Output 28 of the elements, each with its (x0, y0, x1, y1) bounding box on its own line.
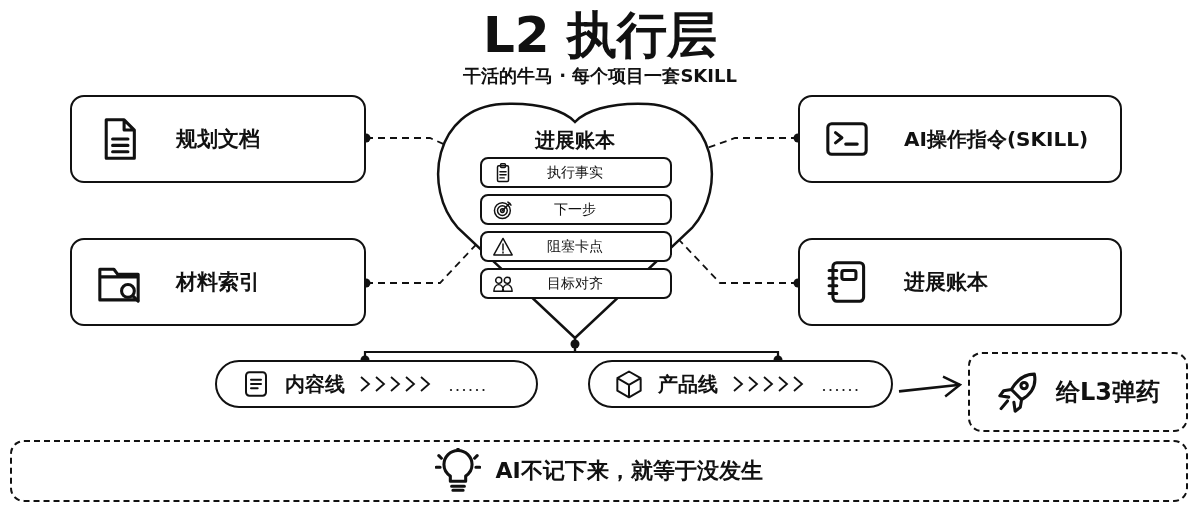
heart-title: 进展账本 (535, 127, 615, 154)
note-banner (10, 440, 1188, 502)
card (798, 95, 1122, 183)
node-label: AI操作指令(SKILL) (904, 125, 1089, 153)
card (70, 95, 366, 183)
title: L2 执行层 (482, 5, 718, 66)
card (798, 238, 1122, 326)
node-label: 规划文档 (176, 126, 260, 153)
node-label: 产品线 (658, 370, 718, 398)
list-row (480, 231, 672, 262)
list-row (480, 268, 672, 299)
node-label: 下一步 (553, 200, 597, 219)
node-label: 进展账本 (904, 269, 988, 296)
output-box (968, 352, 1188, 432)
node-label: 执行事实 (546, 163, 604, 182)
node-label: AI不记下来，就等于没发生 (495, 457, 763, 485)
node-label: 阻塞卡点 (546, 237, 604, 256)
stream-pill (215, 360, 538, 408)
node-label: 给L3弹药 (1056, 377, 1160, 408)
stream-pill (588, 360, 893, 408)
node-label: 材料索引 (176, 269, 260, 296)
card (70, 238, 366, 326)
node-label: 内容线 (285, 370, 345, 398)
arrow (898, 375, 962, 398)
node-label: 目标对齐 (546, 274, 604, 293)
subtitle: 干活的牛马 · 每个项目一套SKILL (463, 64, 737, 88)
list-row (480, 194, 672, 225)
list-row (480, 157, 672, 188)
